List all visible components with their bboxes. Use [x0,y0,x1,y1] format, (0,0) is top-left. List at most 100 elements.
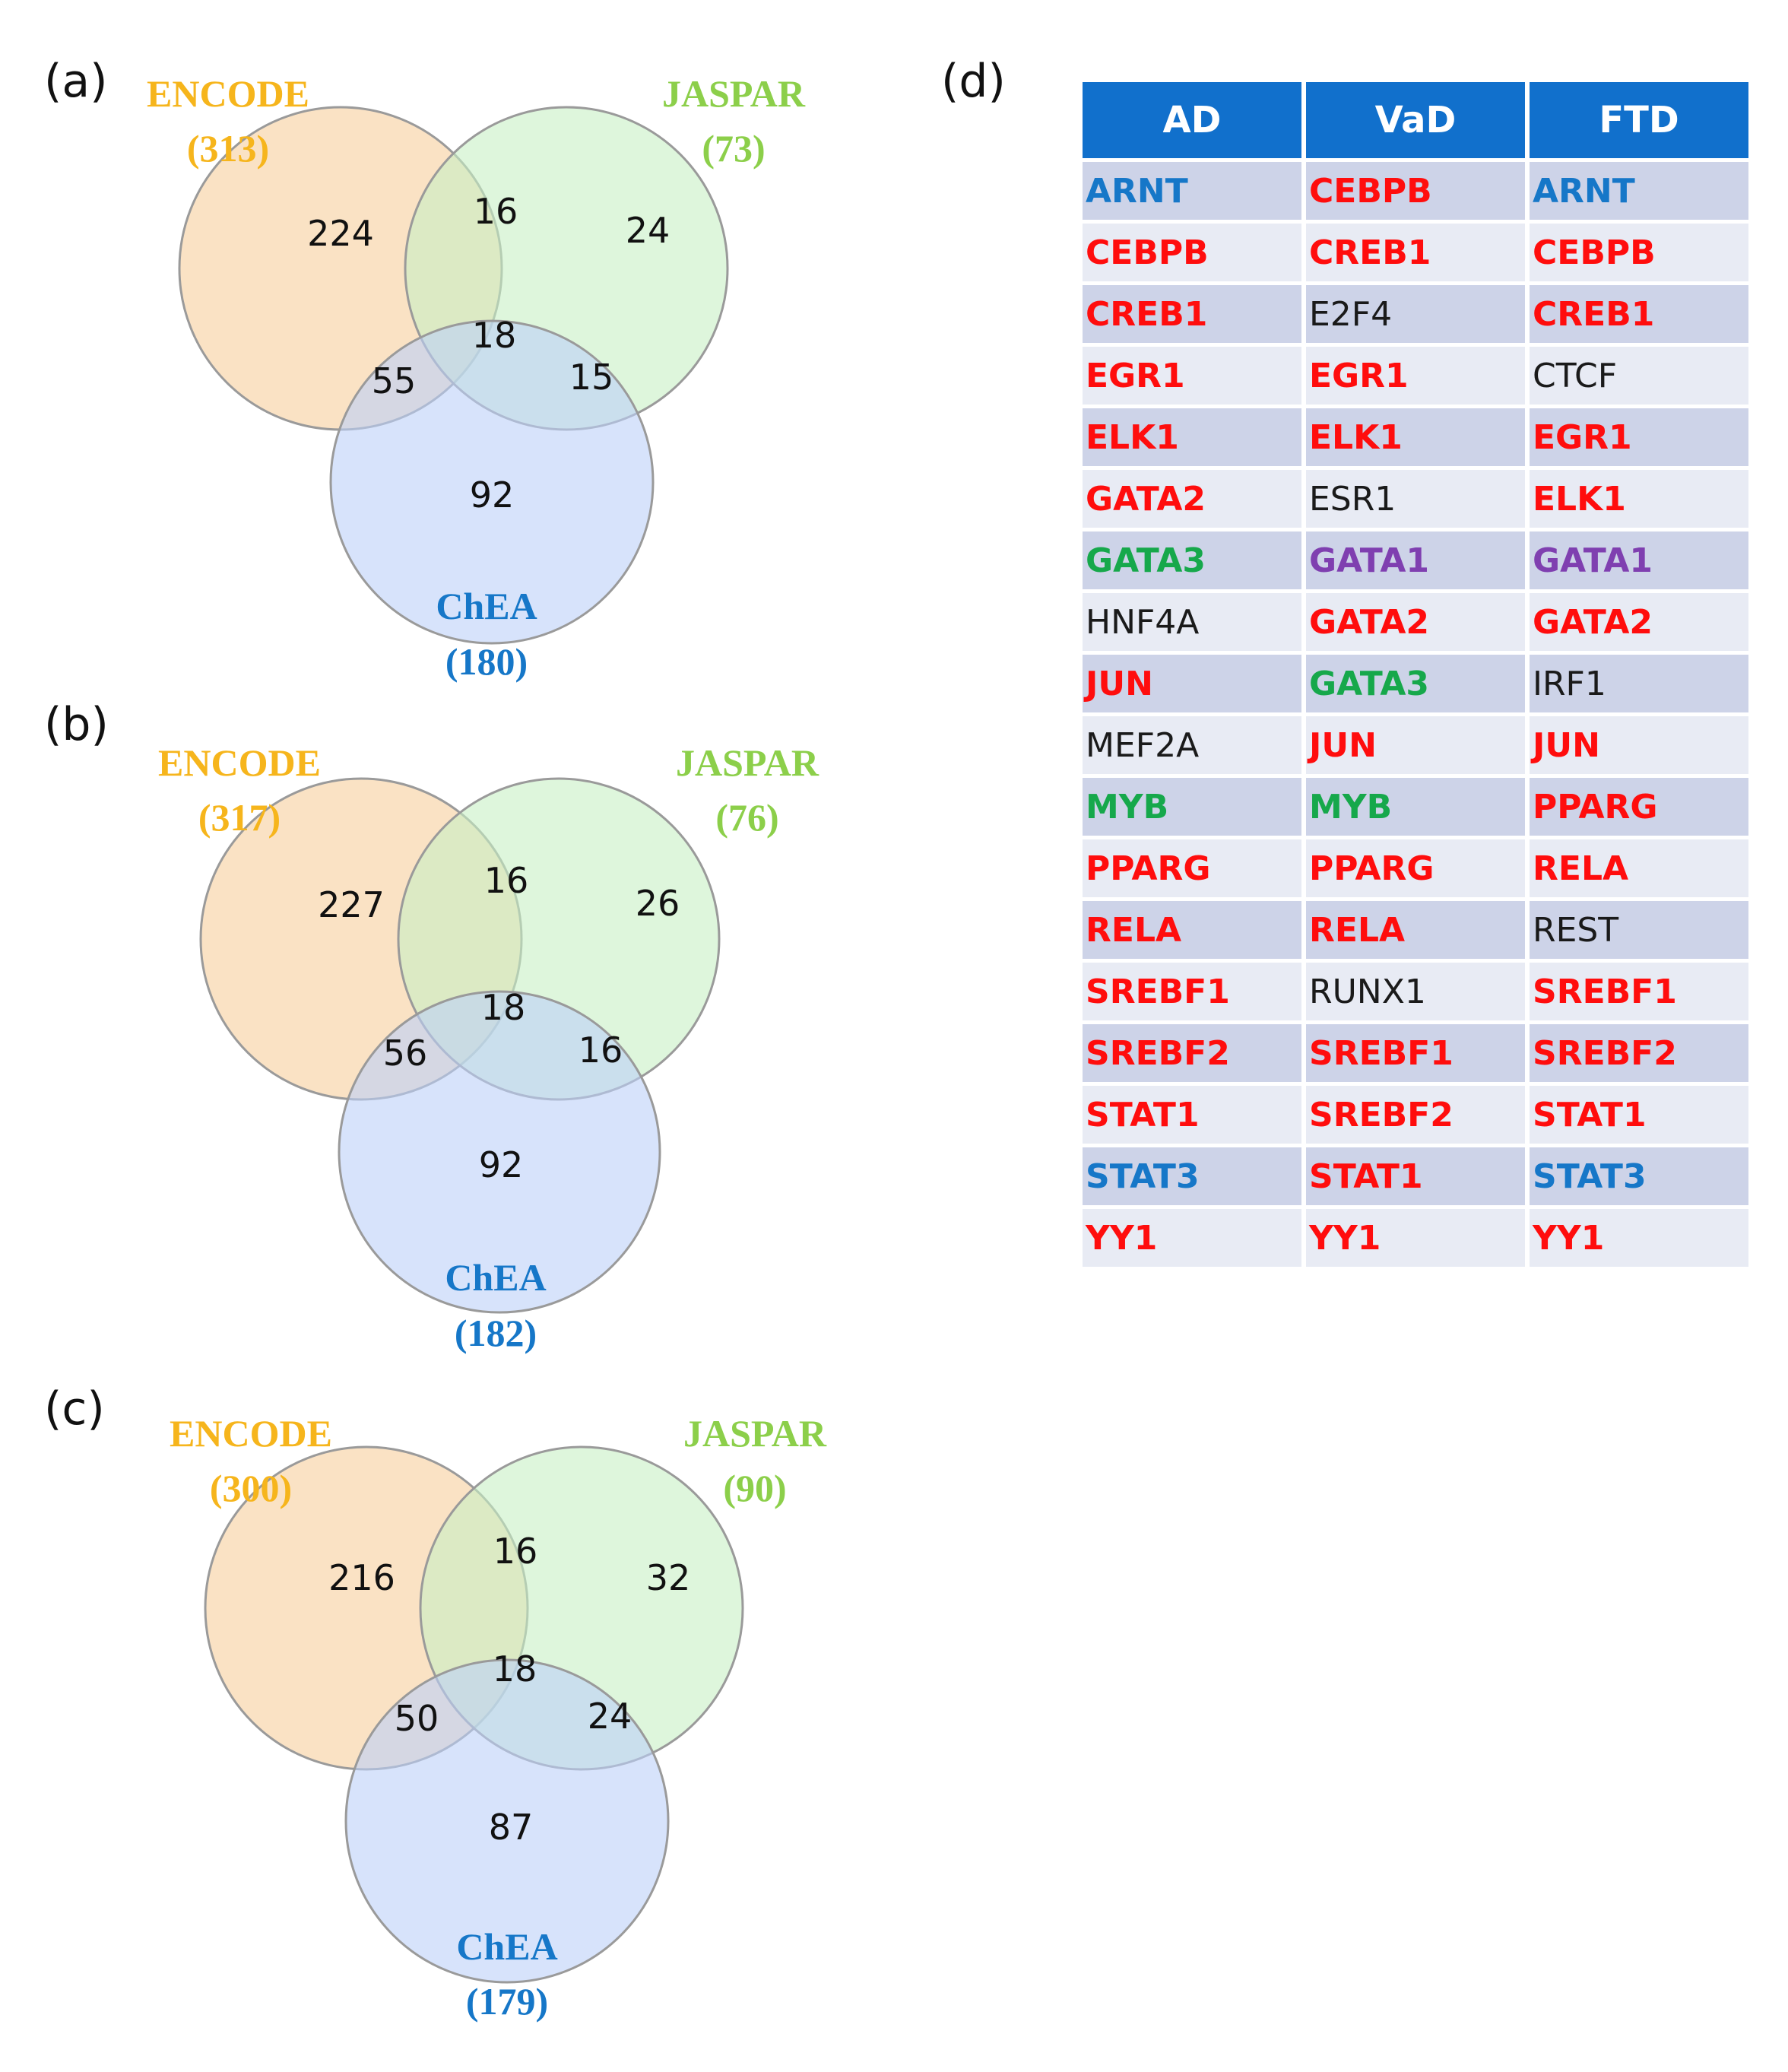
venn-circle-chea [344,1658,670,1984]
panel-label-c: (c) [44,1382,105,1436]
column-header-vad: VaD [1306,82,1525,158]
table-cell-ad: GATA3 [1083,531,1301,589]
table-cell-ftd: ELK1 [1530,470,1748,528]
set-name-encode: ENCODE [170,1412,332,1455]
table-cell-ftd: ARNT [1530,162,1748,220]
set-count-encode: (317) [198,796,281,839]
table-cell-ad: CEBPB [1083,224,1301,281]
region-count-all: 18 [472,315,517,356]
region-count-jaspar-only: 24 [626,210,670,251]
venn-circle-chea [329,319,655,645]
region-count-encode-chea: 55 [372,360,417,401]
region-count-encode-chea: 56 [383,1033,428,1074]
table-cell-vad: PPARG [1306,839,1525,897]
region-count-encode-only: 216 [328,1557,395,1598]
table-cell-ftd: YY1 [1530,1209,1748,1267]
set-name-jaspar: JASPAR [676,741,820,784]
set-count-jaspar: (73) [702,127,765,170]
table-cell-vad: JUN [1306,716,1525,774]
table-cell-vad: ESR1 [1306,470,1525,528]
table-cell-ad: MYB [1083,778,1301,836]
column-header-ftd: FTD [1530,82,1748,158]
table-cell-ad: JUN [1083,655,1301,712]
table-cell-ftd: JUN [1530,716,1748,774]
table-cell-ad: PPARG [1083,839,1301,897]
table-cell-vad: E2F4 [1306,285,1525,343]
region-count-encode-jaspar: 16 [474,191,518,232]
table-cell-ftd: RELA [1530,839,1748,897]
region-count-jaspar-chea: 15 [569,357,614,398]
region-count-chea-only: 92 [470,474,515,516]
set-name-jaspar: JASPAR [662,72,806,115]
table-cell-ftd: CTCF [1530,347,1748,405]
panel-label-b: (b) [44,698,109,751]
panel-label-d: (d) [941,55,1006,108]
table-cell-ad: CREB1 [1083,285,1301,343]
region-count-jaspar-only: 26 [636,883,680,924]
region-count-jaspar-chea: 24 [588,1696,632,1737]
table-cell-vad: STAT1 [1306,1147,1525,1205]
table-cell-vad: RUNX1 [1306,963,1525,1020]
venn-diagram-c: ENCODE(300)JASPAR(90)ChEA(179)2161632185… [170,1412,827,2023]
table-cell-ftd: REST [1530,901,1748,959]
table-header-row: AD VaD FTD [1083,82,1748,158]
table-cell-ad: STAT3 [1083,1147,1301,1205]
table-cell-ad: RELA [1083,901,1301,959]
region-count-encode-only: 224 [307,213,374,254]
set-name-encode: ENCODE [147,72,309,115]
set-name-jaspar: JASPAR [683,1412,827,1455]
table-cell-ftd: PPARG [1530,778,1748,836]
table-cell-vad: CEBPB [1306,162,1525,220]
table-cell-ad: SREBF2 [1083,1024,1301,1082]
region-count-jaspar-only: 32 [646,1557,691,1598]
set-name-chea: ChEA [436,585,537,627]
table-cell-ad: SREBF1 [1083,963,1301,1020]
table-cell-ad: YY1 [1083,1209,1301,1267]
venn-circle-chea [338,990,661,1314]
set-count-chea: (179) [466,1980,548,2023]
set-count-encode: (313) [187,127,269,170]
table-cell-ad: EGR1 [1083,347,1301,405]
table-cell-ftd: EGR1 [1530,408,1748,466]
table-cell-vad: GATA2 [1306,593,1525,651]
table-cell-vad: MYB [1306,778,1525,836]
table-cell-ad: HNF4A [1083,593,1301,651]
table-cell-ftd: SREBF1 [1530,963,1748,1020]
set-count-encode: (300) [210,1467,292,1509]
table-cell-vad: YY1 [1306,1209,1525,1267]
table-cell-vad: SREBF1 [1306,1024,1525,1082]
region-count-encode-jaspar: 16 [484,860,529,901]
set-count-jaspar: (76) [715,796,778,839]
table-cell-ftd: SREBF2 [1530,1024,1748,1082]
column-header-ad: AD [1083,82,1301,158]
table-cell-ad: ELK1 [1083,408,1301,466]
region-count-all: 18 [493,1648,537,1690]
table-cell-vad: GATA1 [1306,531,1525,589]
table-cell-ad: MEF2A [1083,716,1301,774]
table-cell-ftd: GATA1 [1530,531,1748,589]
table-cell-ftd: STAT3 [1530,1147,1748,1205]
region-count-encode-jaspar: 16 [493,1531,538,1572]
table-cell-ad: STAT1 [1083,1086,1301,1144]
region-count-all: 18 [481,987,526,1028]
set-count-chea: (182) [455,1312,537,1354]
table-cell-ad: ARNT [1083,162,1301,220]
set-name-chea: ChEA [456,1925,557,1968]
table-cell-vad: ELK1 [1306,408,1525,466]
